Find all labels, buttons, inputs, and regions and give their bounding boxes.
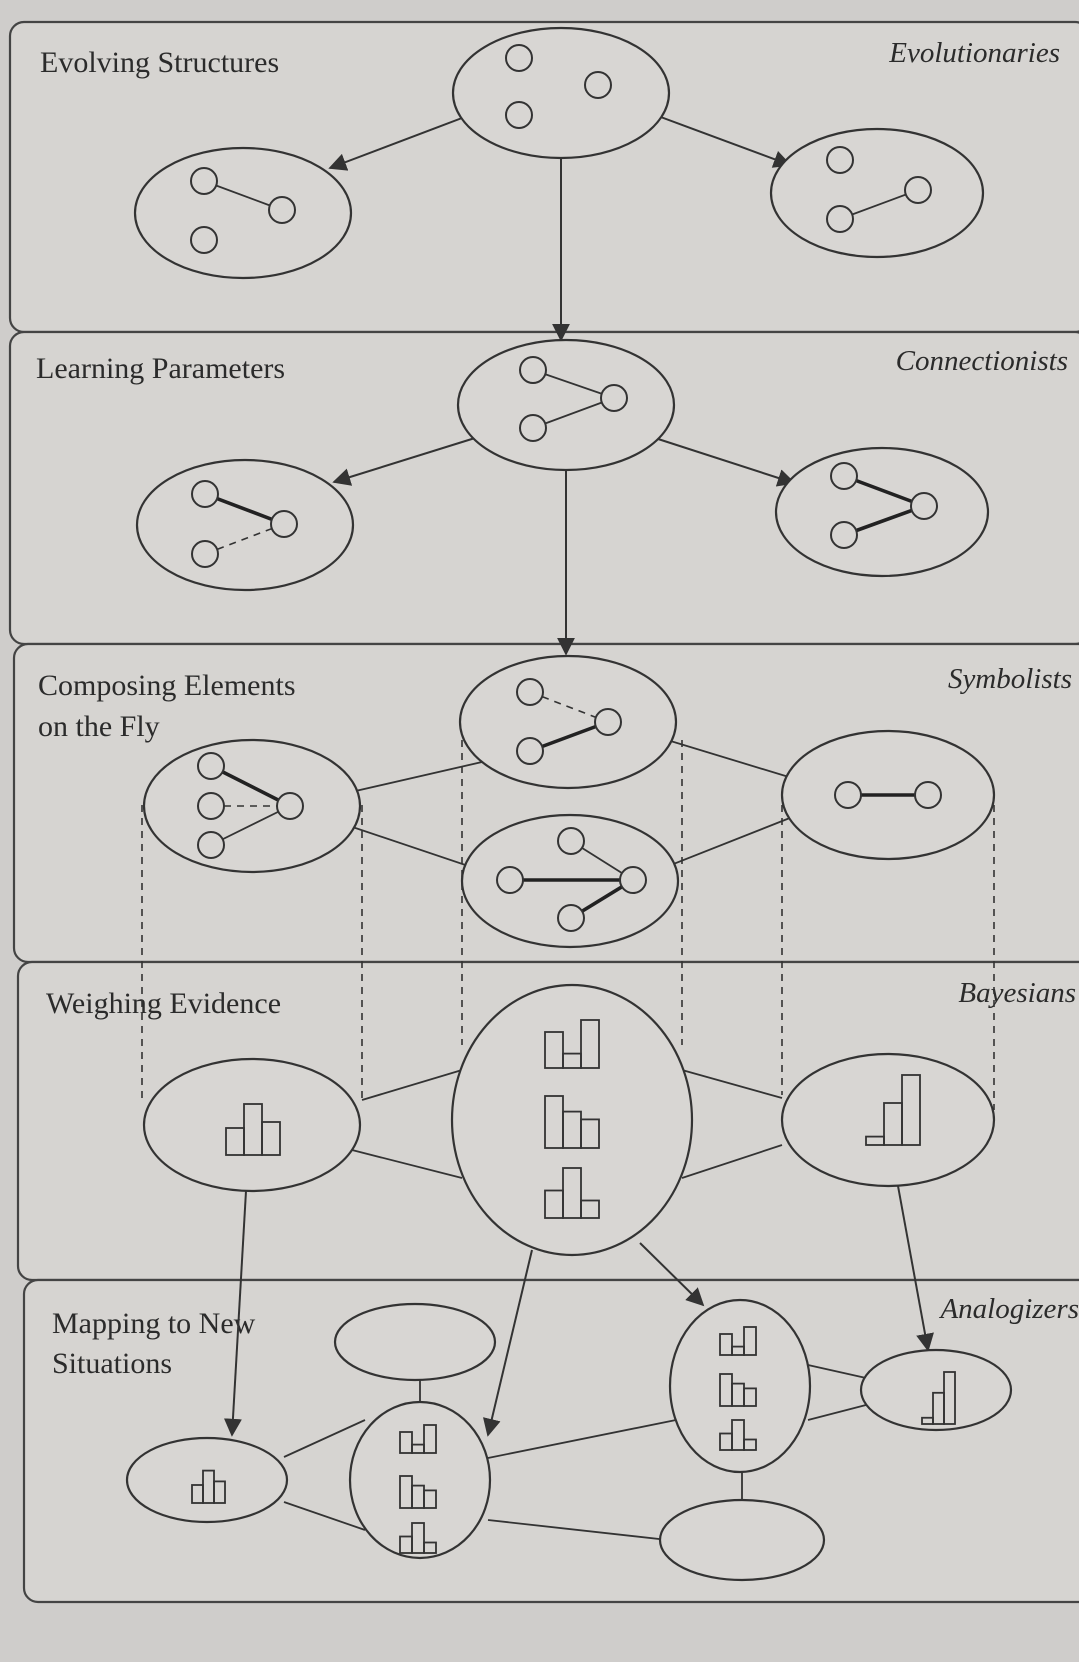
section-title-composing: Composing Elements	[38, 669, 296, 702]
histogram-bar	[399, 1431, 413, 1454]
bayes-ellipse-center	[450, 983, 694, 1257]
histogram-bar	[743, 1326, 757, 1356]
histogram-bar	[261, 1121, 281, 1156]
analog-ellipse-left	[125, 1436, 289, 1524]
analog-ellipse-center	[348, 1400, 492, 1560]
histogram-analog-center-mid	[399, 1475, 437, 1509]
histogram-bar	[213, 1480, 226, 1504]
histogram-bar	[580, 1019, 600, 1069]
histogram-layer	[191, 1019, 956, 1554]
histogram-bar	[423, 1489, 437, 1509]
structure-ellipse-left	[133, 146, 353, 280]
weighing-evidence-graph	[142, 983, 996, 1437]
histogram-bayes-left	[225, 1103, 281, 1156]
histogram-bayes-center-bot	[544, 1167, 600, 1219]
learning-parameters-graph	[135, 338, 990, 656]
analog-ellipse-empty-bottom	[658, 1498, 826, 1582]
histogram-bar	[901, 1074, 921, 1146]
histogram-bar	[580, 1118, 600, 1149]
section-title-weighing: Weighing Evidence	[46, 987, 281, 1020]
histogram-bar	[743, 1387, 757, 1407]
section-title-evolving: Evolving Structures	[40, 46, 279, 79]
mapping-situations-graph	[125, 1298, 1013, 1582]
section-title-mapping-line2: Situations	[52, 1347, 172, 1380]
composing-elements-graph	[142, 654, 996, 949]
histogram-bar	[411, 1522, 425, 1554]
histogram-bar	[423, 1424, 437, 1454]
parameter-ellipse-left	[135, 458, 355, 592]
histogram-analog-right-top	[719, 1326, 757, 1356]
histogram-bar	[544, 1031, 564, 1069]
section-title-mapping: Mapping to New	[52, 1307, 256, 1340]
histogram-bar	[562, 1167, 582, 1219]
evolving-structures-graph	[133, 26, 985, 342]
tribe-label-analogizers: Analogizers	[938, 1293, 1079, 1325]
section-title-learning: Learning Parameters	[36, 352, 285, 385]
structure-ellipse-right	[769, 127, 985, 259]
histogram-bayes-center-mid	[544, 1095, 600, 1149]
analog-ellipse-far-right	[859, 1348, 1013, 1432]
structure-ellipse-top	[451, 26, 671, 160]
tribe-label-bayesians: Bayesians	[958, 977, 1076, 1009]
analog-ellipse-empty-top	[333, 1302, 497, 1382]
histogram-bar	[719, 1333, 733, 1356]
dashed-guide-lines	[141, 740, 995, 1110]
bayes-ellipse-right	[780, 1052, 996, 1188]
bayes-ellipse-left	[142, 1057, 362, 1193]
histogram-bayes-center-top	[544, 1019, 600, 1069]
histogram-bar	[580, 1199, 600, 1219]
histogram-analog-right-mid	[719, 1373, 757, 1407]
histogram-analog-center-bot	[399, 1522, 437, 1554]
analog-ellipse-right	[668, 1298, 812, 1474]
histogram-analog-right-bot	[719, 1419, 757, 1451]
tribe-label-evolutionaries: Evolutionaries	[888, 37, 1060, 69]
histogram-bar	[743, 1438, 757, 1451]
histogram-bar	[943, 1371, 956, 1425]
parameter-ellipse-top	[456, 338, 676, 472]
rule-ellipse-top	[458, 654, 678, 790]
histogram-analog-far-right	[921, 1371, 956, 1425]
parameter-ellipse-right	[774, 446, 990, 578]
histogram-bayes-right	[865, 1074, 921, 1146]
section-title-composing-line2: on the Fly	[38, 710, 160, 743]
histogram-analog-center-top	[399, 1424, 437, 1454]
tribe-label-connectionists: Connectionists	[896, 345, 1068, 377]
tribe-label-symbolists: Symbolists	[948, 663, 1072, 695]
histogram-analog-left	[191, 1469, 226, 1504]
histogram-bar	[731, 1419, 745, 1451]
histogram-bar	[423, 1541, 437, 1554]
